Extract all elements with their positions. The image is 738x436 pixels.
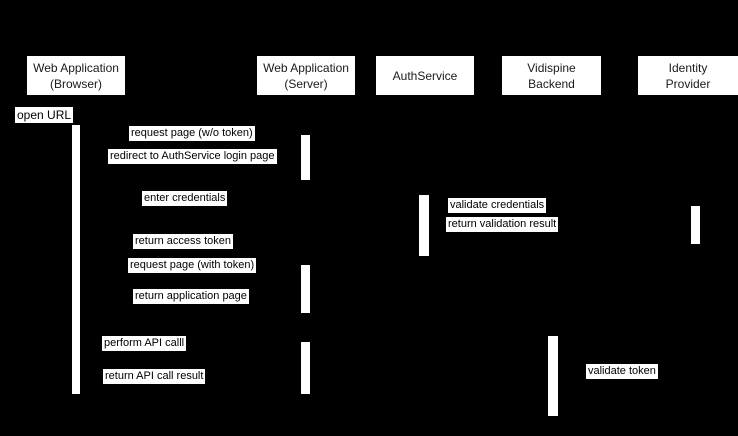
activation-bar-server-3 — [301, 342, 310, 394]
message-request-page-wo-token: request page (w/o token) — [129, 126, 255, 141]
message-return-validation-result: return validation result — [446, 217, 559, 232]
message-return-api-call-result: return API call result — [103, 369, 206, 384]
activation-bar-vidispine — [548, 336, 558, 416]
activation-bar-browser — [72, 125, 80, 394]
message-validate-token: validate token — [586, 364, 658, 379]
actor-authservice: AuthService — [376, 56, 474, 95]
message-validate-credentials: validate credentials — [448, 198, 547, 213]
activation-bar-identity-provider — [691, 206, 700, 244]
actor-web-application-browser: Web Application (Browser) — [27, 56, 125, 95]
actor-identity-provider: Identity Provider — [638, 56, 738, 95]
actor-web-application-server: Web Application (Server) — [257, 56, 355, 95]
message-return-access-token: return access token — [133, 234, 233, 249]
message-enter-credentials: enter credentials — [142, 191, 228, 206]
message-open-url: open URL — [15, 107, 74, 123]
message-request-page-with-token: request page (with token) — [128, 258, 257, 273]
activation-bar-server-2 — [301, 265, 310, 313]
message-return-application-page: return application page — [133, 289, 249, 304]
actor-vidispine-backend: Vidispine Backend — [502, 56, 601, 95]
message-perform-api-call: perform API calll — [102, 336, 187, 351]
activation-bar-authservice — [419, 195, 429, 256]
activation-bar-server-1 — [301, 135, 310, 180]
message-redirect-to-authservice-login-page: redirect to AuthService login page — [108, 149, 277, 164]
